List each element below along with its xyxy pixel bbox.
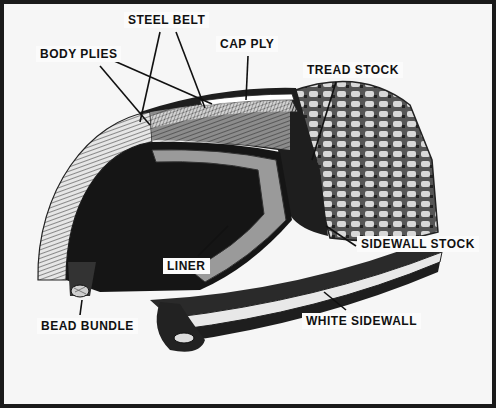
part-label: TREAD STOCK: [303, 62, 403, 78]
part-label: LINER: [163, 258, 210, 274]
part-label: WHITE SIDEWALL: [302, 313, 421, 329]
part-label: BODY PLIES: [36, 46, 121, 62]
part-label: CAP PLY: [216, 36, 278, 52]
part-label: STEEL BELT: [124, 12, 209, 28]
part-label: SIDEWALL STOCK: [357, 236, 479, 252]
part-label: BEAD BUNDLE: [37, 318, 138, 334]
